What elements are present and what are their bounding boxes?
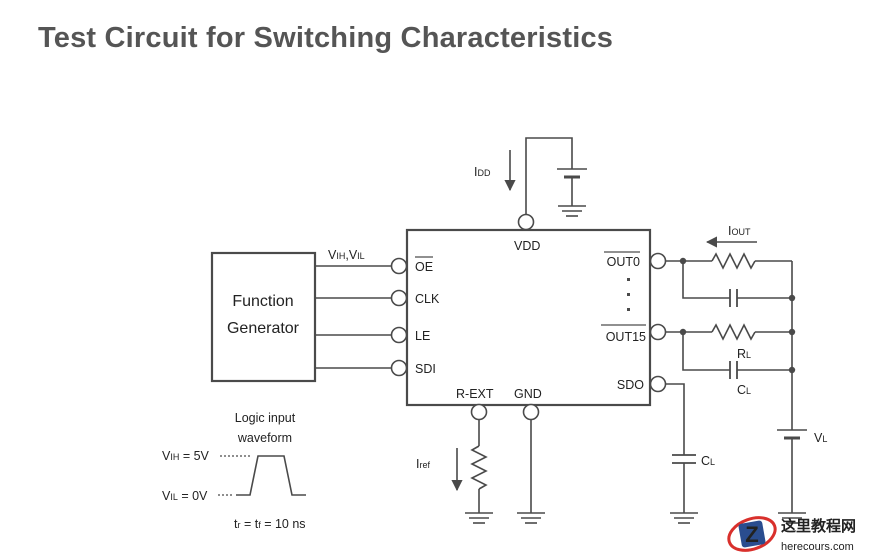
out15-cap-wire [682, 332, 730, 371]
pin-out0 [649, 252, 667, 270]
rl-label: RL [737, 347, 751, 361]
waveform-title-line2: waveform [237, 431, 292, 445]
watermark-en: herecours.com [781, 541, 854, 553]
input-level-label: VIH,VIL [328, 248, 365, 262]
vl-label: VL [814, 431, 827, 445]
ellipsis-dot [627, 278, 630, 281]
watermark-logo: Z 这里教程网 herecours.com [727, 516, 856, 553]
pin-label-out0: OUT0 [607, 255, 640, 269]
out0-resistor [711, 252, 756, 270]
ground-icon [517, 512, 545, 524]
vih-label: VIH = 5V [162, 449, 210, 463]
page-title: Test Circuit for Switching Characteristi… [38, 22, 614, 54]
pin-label-vdd: VDD [514, 239, 540, 253]
pin-oe [390, 257, 408, 275]
generator-label-line1: Function [232, 293, 293, 310]
pin-sdo [649, 375, 667, 393]
waveform-pulse [236, 455, 306, 496]
function-generator-box [210, 251, 317, 383]
iout-label: IOUT [728, 224, 751, 238]
ground-icon [670, 512, 698, 524]
pin-rext [470, 403, 488, 421]
out0-cap-wire [682, 261, 730, 299]
pin-gnd [522, 403, 540, 421]
ellipsis-dot [627, 293, 630, 296]
iref-label: Iref [416, 457, 430, 471]
pin-label-oe: OE [415, 260, 433, 274]
pin-clk [390, 289, 408, 307]
out15-resistor [711, 323, 756, 341]
watermark-cn: 这里教程网 [781, 517, 856, 535]
ground-icon [778, 512, 806, 524]
generator-label-line2: Generator [227, 320, 300, 337]
pin-label-gnd: GND [514, 387, 542, 401]
vil-label: VIL = 0V [162, 489, 208, 503]
ellipsis-dot [627, 308, 630, 311]
ground-icon [558, 205, 586, 217]
junction-dot [788, 328, 796, 336]
rext-resistor [470, 445, 488, 490]
ground-icon [465, 512, 493, 524]
pin-label-clk: CLK [415, 292, 440, 306]
waveform-title-line1: Logic input [235, 411, 296, 425]
sdo-wire [666, 383, 685, 455]
pin-label-out15: OUT15 [606, 330, 646, 344]
sdo-cl-label: CL [701, 454, 715, 468]
pin-le [390, 326, 408, 344]
watermark-logo-letter: Z [745, 522, 758, 547]
junction-dot [788, 294, 796, 302]
pin-label-le: LE [415, 329, 430, 343]
cl-label: CL [737, 383, 751, 397]
idd-label: IDD [474, 165, 491, 179]
timing-label: tr = tf = 10 ns [234, 517, 306, 531]
pin-out15 [649, 323, 667, 341]
pin-label-sdo: SDO [617, 378, 644, 392]
pin-sdi [390, 359, 408, 377]
pin-label-rext: R-EXT [456, 387, 494, 401]
pin-label-sdi: SDI [415, 362, 436, 376]
pin-vdd [517, 213, 535, 231]
vdd-wire [525, 137, 573, 214]
junction-dot [788, 366, 796, 374]
